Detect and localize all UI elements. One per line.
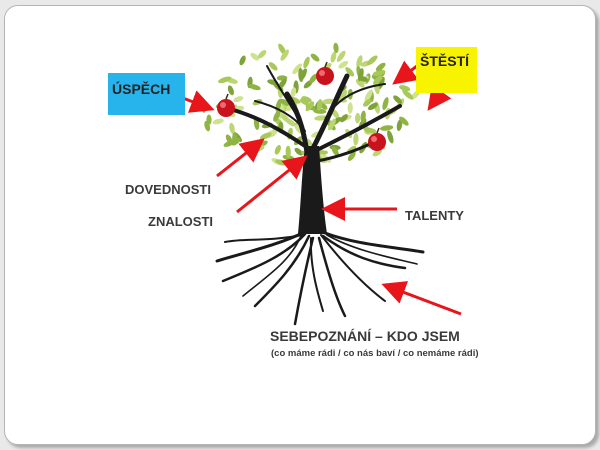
leaf <box>229 122 235 134</box>
arrow-stesti-1 <box>392 60 419 85</box>
leaf <box>268 62 278 71</box>
leaf <box>218 76 232 84</box>
leaf <box>347 102 353 114</box>
leaf <box>333 42 339 54</box>
leaf <box>360 110 366 123</box>
leaf <box>259 132 272 140</box>
leaf <box>363 127 377 134</box>
slide: ÚSPĚCH ŠTĚSTÍ DOVEDNOSTI ZNALOSTI TALENT… <box>4 5 596 445</box>
leaf <box>398 85 411 92</box>
root <box>321 234 407 270</box>
tree-roots <box>215 230 425 326</box>
leaf <box>382 97 389 111</box>
leaf <box>299 98 309 106</box>
leaf <box>327 118 336 131</box>
leaf <box>257 50 267 59</box>
arrow-znalosti <box>236 155 308 214</box>
leaf <box>330 51 337 63</box>
leaf <box>239 55 246 66</box>
leaf <box>355 79 365 88</box>
root <box>253 234 311 308</box>
root <box>224 234 304 243</box>
sebepoznani-subtitle: (co máme rádi / co nás baví / co nemáme … <box>271 348 479 359</box>
leaf <box>212 118 224 125</box>
leaf <box>298 68 304 82</box>
leaf <box>294 147 303 156</box>
apples <box>217 61 386 151</box>
dovednosti-label: DOVEDNOSTI <box>125 182 211 197</box>
leaf <box>353 133 359 146</box>
leaf <box>340 114 348 123</box>
leaf <box>290 87 297 98</box>
leaf <box>250 52 260 61</box>
talenty-label: TALENTY <box>405 208 464 223</box>
leaf <box>396 119 403 132</box>
leaf <box>339 89 348 102</box>
leaf <box>373 75 383 85</box>
arrow-sebepoznani <box>381 281 462 316</box>
leaf <box>379 125 394 131</box>
leaf <box>364 89 373 102</box>
root <box>326 234 418 265</box>
leaf <box>367 102 378 111</box>
leaf <box>310 53 320 62</box>
leaf <box>279 98 291 107</box>
root <box>309 237 324 312</box>
leaf <box>292 63 303 75</box>
leaf <box>363 99 372 107</box>
leaf <box>233 96 244 103</box>
leaf <box>285 145 291 158</box>
stesti-label: ŠTĚSTÍ <box>416 47 477 93</box>
znalosti-label: ZNALOSTI <box>148 214 213 229</box>
leaf <box>313 108 327 114</box>
uspech-label: ÚSPĚCH <box>108 73 185 115</box>
sebepoznani-label: SEBEPOZNÁNÍ – KDO JSEM <box>270 328 460 344</box>
leaf <box>231 137 241 146</box>
leaf <box>331 109 340 119</box>
leaf <box>336 50 346 62</box>
leaf <box>387 130 394 144</box>
apple-icon <box>368 127 386 151</box>
leaf <box>354 112 361 124</box>
leaf <box>393 95 402 104</box>
arrow-dovednosti <box>216 138 265 178</box>
apple-icon <box>217 93 235 117</box>
leaf <box>278 43 286 55</box>
leaf <box>316 99 323 111</box>
leaf <box>248 84 261 91</box>
leaf <box>345 67 355 77</box>
leaf <box>280 49 289 61</box>
root <box>317 236 347 318</box>
tree-diagram <box>166 42 462 326</box>
leaf <box>331 146 339 156</box>
root <box>242 235 302 297</box>
leaf <box>303 56 310 69</box>
leaf <box>206 114 212 125</box>
leaf <box>372 149 382 157</box>
leaf <box>305 101 315 112</box>
leaf <box>399 116 409 126</box>
leaf <box>367 55 378 66</box>
leaf <box>274 144 281 155</box>
leaf <box>347 151 356 161</box>
leaf <box>357 68 364 82</box>
apple-icon <box>316 61 334 85</box>
leaf <box>375 62 386 72</box>
leaf <box>309 73 318 84</box>
leaf <box>356 55 363 68</box>
leaf <box>338 60 349 69</box>
leaf <box>227 85 234 96</box>
leaf <box>273 110 281 122</box>
root <box>323 231 425 254</box>
leaf <box>285 118 297 127</box>
root <box>320 234 386 302</box>
leaf <box>402 89 414 100</box>
leaf <box>372 69 386 77</box>
